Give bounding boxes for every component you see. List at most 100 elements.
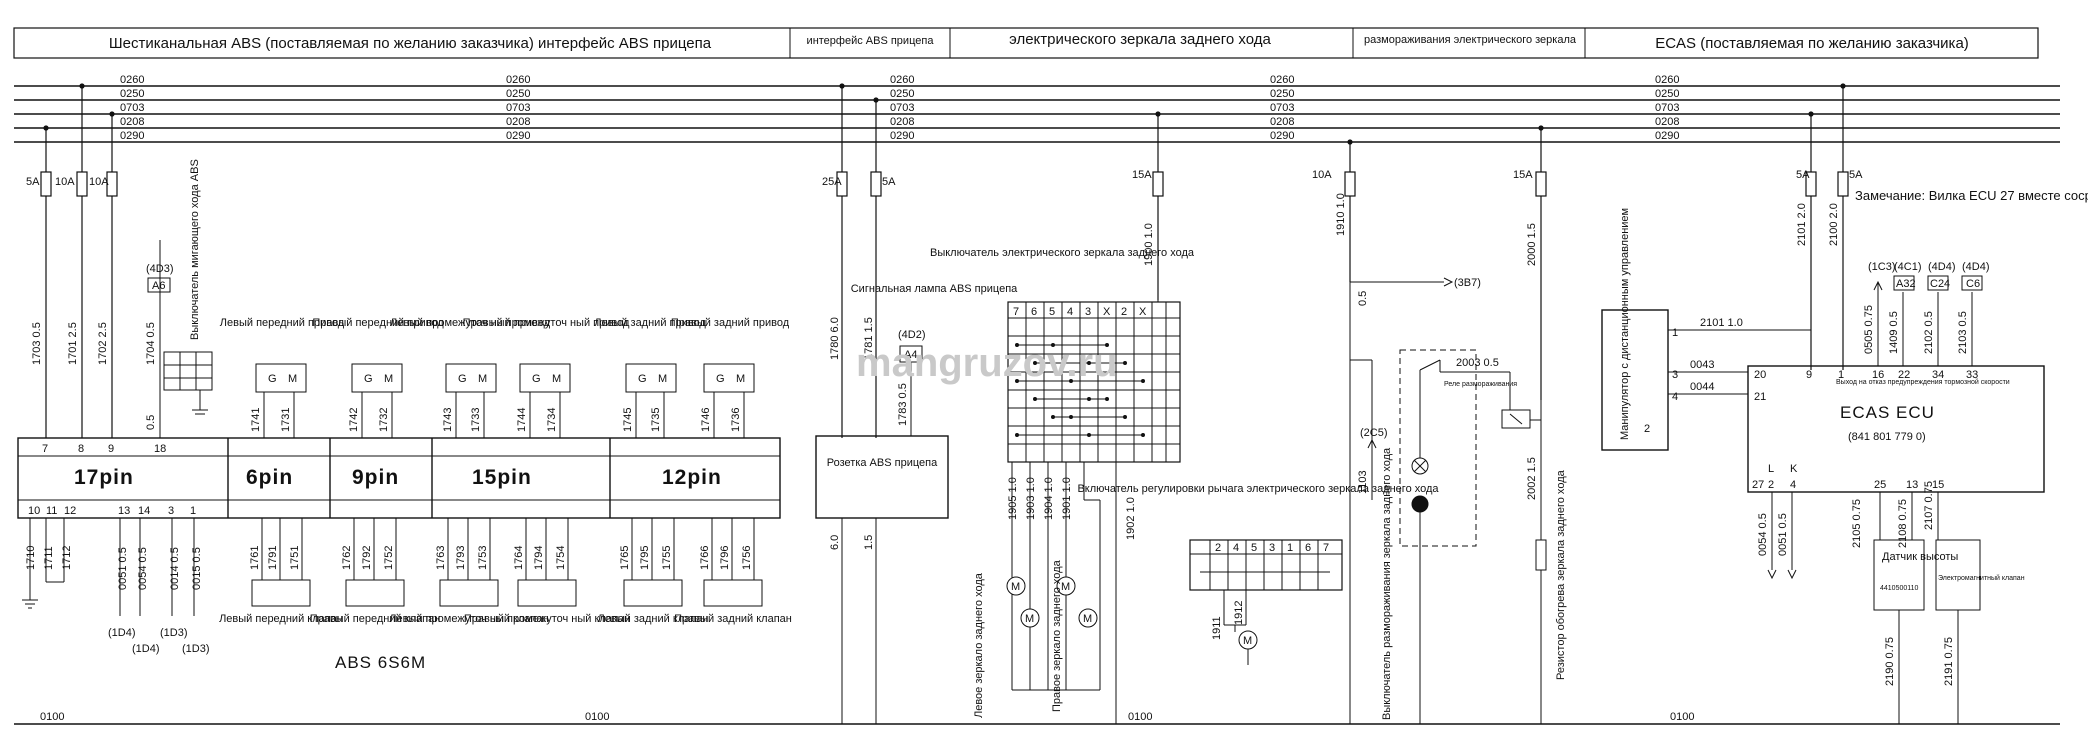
svg-text:2000 1.5: 2000 1.5 bbox=[1526, 223, 1538, 266]
svg-text:M: M bbox=[1061, 581, 1070, 593]
svg-text:1791: 1791 bbox=[267, 546, 279, 570]
svg-text:13: 13 bbox=[118, 505, 130, 517]
bus-label: 0703 bbox=[120, 102, 144, 114]
drive-label: Левый передний привод bbox=[220, 317, 345, 329]
bus-label: 0260 bbox=[506, 74, 530, 86]
fuse-labels: 5A 10A 10A 25A 5A 15A 10A 15A 5A 5A bbox=[26, 169, 1863, 188]
svg-text:1743: 1743 bbox=[442, 408, 454, 432]
svg-text:M: M bbox=[736, 373, 745, 385]
svg-text:L: L bbox=[1768, 463, 1774, 475]
bus-label: 0290 bbox=[120, 130, 144, 142]
svg-text:1765: 1765 bbox=[619, 546, 631, 570]
svg-text:0054 0.5: 0054 0.5 bbox=[1757, 513, 1769, 556]
svg-text:M: M bbox=[1083, 613, 1092, 625]
svg-text:(1C3): (1C3) bbox=[1868, 261, 1896, 273]
svg-text:K: K bbox=[1790, 463, 1798, 475]
svg-text:10: 10 bbox=[28, 505, 40, 517]
svg-text:1793: 1793 bbox=[455, 546, 467, 570]
svg-text:G: G bbox=[532, 373, 541, 385]
ref-4d3: (4D3) bbox=[146, 263, 174, 275]
fuse-label: 5A bbox=[1796, 169, 1810, 181]
svg-text:G: G bbox=[364, 373, 373, 385]
drive-label: Левый задний привод bbox=[594, 317, 706, 329]
svg-text:4: 4 bbox=[1790, 479, 1796, 491]
svg-text:4: 4 bbox=[1067, 306, 1073, 318]
svg-text:1: 1 bbox=[1287, 542, 1293, 554]
svg-text:2101 2.0: 2101 2.0 bbox=[1796, 203, 1808, 246]
svg-text:2108 0.75: 2108 0.75 bbox=[1897, 499, 1909, 548]
height-sensor-label: Датчик высоты bbox=[1882, 551, 1958, 563]
trailer-socket-label: Розетка ABS прицепа bbox=[827, 457, 938, 469]
svg-text:2190 0.75: 2190 0.75 bbox=[1884, 637, 1896, 686]
svg-text:1712: 1712 bbox=[61, 546, 73, 570]
svg-text:1409 0.5: 1409 0.5 bbox=[1888, 311, 1900, 354]
svg-text:1756: 1756 bbox=[741, 546, 753, 570]
svg-text:33: 33 bbox=[1966, 369, 1978, 381]
bus-label: 0703 bbox=[1655, 102, 1679, 114]
header-trailer-abs: интерфейс ABS прицепа bbox=[807, 35, 935, 47]
connector-9pin: 9pin bbox=[352, 466, 399, 489]
svg-text:3: 3 bbox=[1269, 542, 1275, 554]
header-abs6: Шестиканальная ABS (поставляемая по жела… bbox=[109, 35, 712, 52]
mirror-adjust-switch: Включатель регулировки рычага электричес… bbox=[1077, 483, 1439, 665]
svg-text:22: 22 bbox=[1898, 369, 1910, 381]
svg-text:2102 0.5: 2102 0.5 bbox=[1923, 311, 1935, 354]
svg-text:34: 34 bbox=[1932, 369, 1944, 381]
svg-text:1701 2.5: 1701 2.5 bbox=[67, 322, 79, 365]
bus-label: 0208 bbox=[1655, 116, 1679, 128]
header-mirror: электрического зеркала заднего хода bbox=[1009, 31, 1271, 48]
svg-text:27: 27 bbox=[1752, 479, 1764, 491]
svg-text:1792: 1792 bbox=[361, 546, 373, 570]
fuse-label: 10A bbox=[55, 176, 75, 188]
svg-text:A32: A32 bbox=[1896, 278, 1916, 290]
svg-text:3: 3 bbox=[168, 505, 174, 517]
svg-text:5: 5 bbox=[1049, 306, 1055, 318]
bus-label: 0208 bbox=[1270, 116, 1294, 128]
bus-label: 0208 bbox=[506, 116, 530, 128]
svg-text:2100 2.0: 2100 2.0 bbox=[1828, 203, 1840, 246]
svg-text:M: M bbox=[658, 373, 667, 385]
svg-text:7: 7 bbox=[1013, 306, 1019, 318]
header-defrost: размораживания электрического зеркала bbox=[1364, 34, 1577, 46]
fuse-label: 5A bbox=[26, 176, 40, 188]
svg-text:6: 6 bbox=[1305, 542, 1311, 554]
ground-labels: 0100 0100 0100 0100 bbox=[40, 711, 1694, 723]
height-sensor-code: 4410500110 bbox=[1880, 585, 1919, 592]
svg-text:13: 13 bbox=[1906, 479, 1918, 491]
svg-text:M: M bbox=[1243, 635, 1252, 647]
svg-text:1711: 1711 bbox=[43, 546, 55, 570]
fuse-label: 15A bbox=[1132, 169, 1152, 181]
svg-text:0100: 0100 bbox=[585, 711, 609, 723]
bus-label: 0703 bbox=[1270, 102, 1294, 114]
bus-label: 0250 bbox=[1655, 88, 1679, 100]
svg-text:15: 15 bbox=[1932, 479, 1944, 491]
bus-label: 0208 bbox=[890, 116, 914, 128]
svg-text:1746: 1746 bbox=[700, 408, 712, 432]
svg-text:1794: 1794 bbox=[533, 546, 545, 570]
drive-label: Левый промежуточ ный привод bbox=[390, 317, 551, 329]
svg-text:G: G bbox=[716, 373, 725, 385]
svg-text:0100: 0100 bbox=[1670, 711, 1694, 723]
valve-label: Правый передний клапан bbox=[310, 613, 441, 625]
abs-switch-label: Выключатель мигающего хода ABS bbox=[189, 159, 201, 340]
svg-text:1.5: 1.5 bbox=[863, 535, 875, 550]
svg-text:0.5: 0.5 bbox=[1357, 291, 1369, 306]
svg-text:0043: 0043 bbox=[1690, 359, 1714, 371]
svg-text:1761: 1761 bbox=[249, 546, 261, 570]
svg-text:1900 1.0: 1900 1.0 bbox=[1143, 223, 1155, 266]
mirror-switch-label: Выключатель электрического зеркала задне… bbox=[930, 247, 1195, 259]
connector-17pin: 17pin bbox=[74, 466, 134, 489]
bus-label: 0703 bbox=[890, 102, 914, 114]
svg-text:1: 1 bbox=[1672, 327, 1678, 339]
trailer-abs-socket bbox=[815, 435, 949, 519]
svg-text:G: G bbox=[268, 373, 277, 385]
bus-label: 0250 bbox=[1270, 88, 1294, 100]
drive-label: Правый задний привод bbox=[671, 317, 790, 329]
bus-label: 0260 bbox=[120, 74, 144, 86]
svg-text:1912: 1912 bbox=[1233, 601, 1245, 625]
header-row: Шестиканальная ABS (поставляемая по жела… bbox=[13, 27, 2039, 59]
connector-15pin: 15pin bbox=[472, 466, 532, 489]
svg-text:2103 0.5: 2103 0.5 bbox=[1957, 311, 1969, 354]
